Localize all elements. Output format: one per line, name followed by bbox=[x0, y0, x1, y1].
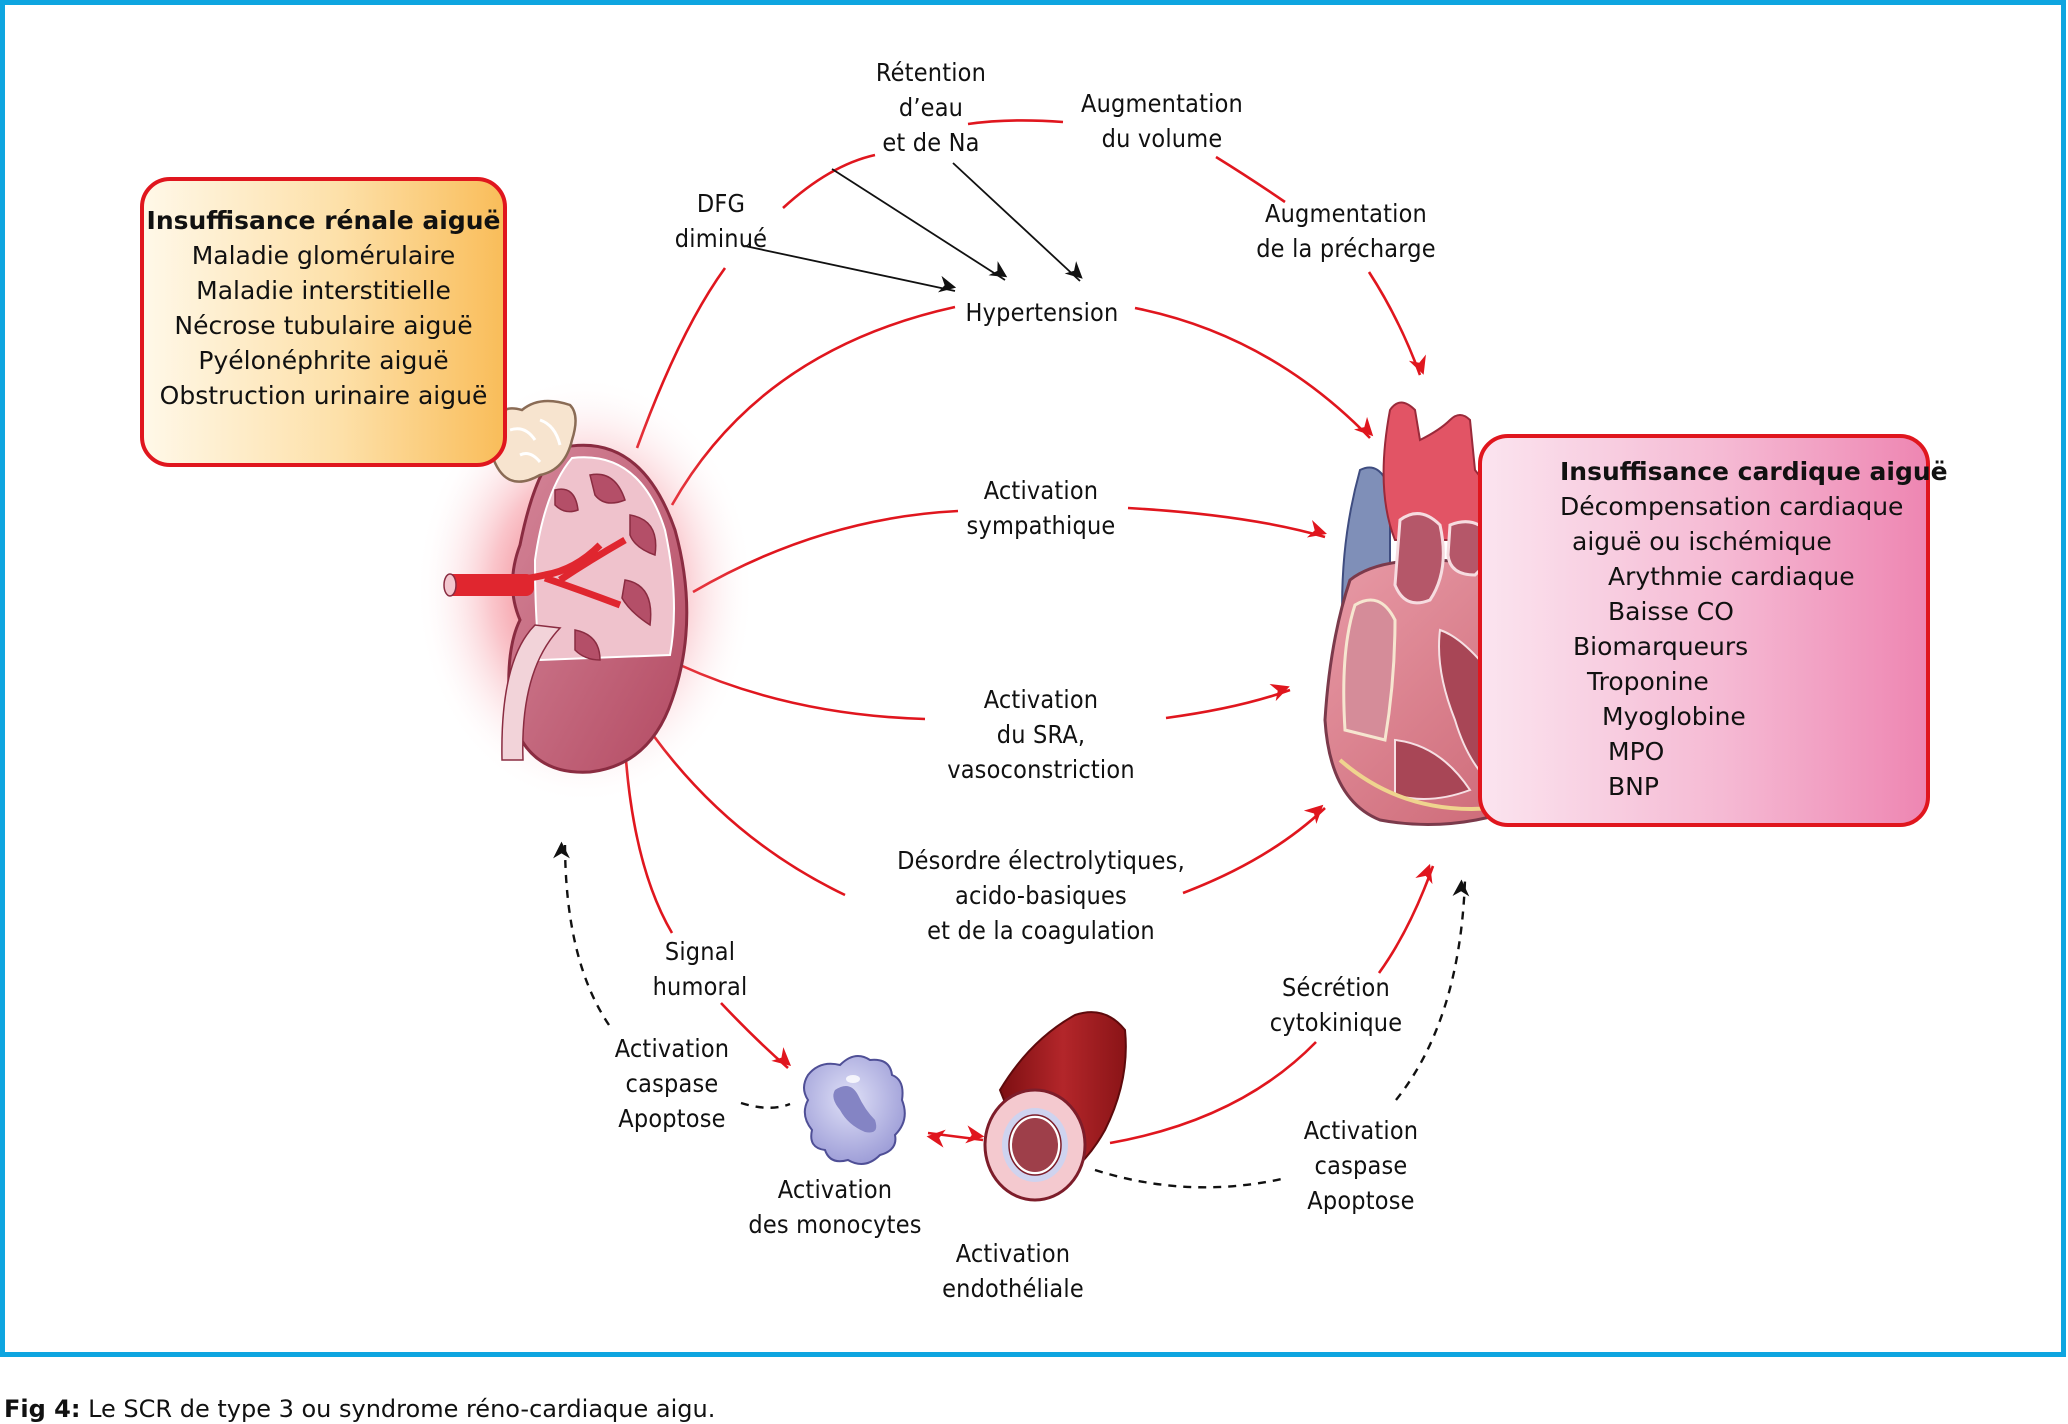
label-signal-humoral: Signal humoral bbox=[653, 934, 748, 1004]
label-line: caspase bbox=[625, 1069, 719, 1098]
label-endotheliale: Activation endothéliale bbox=[942, 1236, 1084, 1306]
arrow-dfg-hypertension bbox=[744, 245, 957, 293]
label-line: Rétention bbox=[875, 58, 987, 87]
label-line: du volume bbox=[1101, 124, 1223, 153]
caption-label: Fig 4: bbox=[4, 1395, 81, 1423]
arrow-caspase-heart bbox=[1395, 879, 1470, 1101]
cardiac-failure-box: Insuffisance cardique aiguë Décompensati… bbox=[1478, 434, 1948, 827]
renal-cause-item: Maladie interstitielle bbox=[196, 276, 451, 305]
label-line: de la précharge bbox=[1256, 234, 1436, 263]
label-sra: Activation du SRA, vasoconstriction bbox=[947, 682, 1135, 787]
renal-cause-item: Pyélonéphrite aiguë bbox=[198, 346, 449, 375]
label-line: Augmentation bbox=[1264, 199, 1427, 228]
label-line: Activation bbox=[1303, 1116, 1419, 1145]
label-line: diminué bbox=[674, 224, 768, 253]
label-volume: Augmentation du volume bbox=[1081, 86, 1243, 156]
arrow-vessel-cytokine bbox=[1109, 1041, 1317, 1145]
label-sympathique: Activation sympathique bbox=[967, 473, 1116, 543]
label-line: endothéliale bbox=[942, 1274, 1084, 1303]
label-retention: Rétention d’eau et de Na bbox=[876, 55, 986, 160]
label-cytokinique: Sécrétion cytokinique bbox=[1270, 970, 1403, 1040]
cardiac-item: Myoglobine bbox=[1602, 702, 1746, 731]
label-line: Apoptose bbox=[1307, 1186, 1415, 1215]
label-line: acido-basiques bbox=[955, 881, 1127, 910]
arrow-cytokine-heart bbox=[1377, 863, 1435, 974]
arrow-volume-precharge bbox=[1215, 155, 1286, 204]
dash-vessel-caspase bbox=[1094, 1168, 1287, 1189]
arrow-signal-monocyte bbox=[720, 1002, 792, 1069]
arrow-sra-heart bbox=[1165, 683, 1291, 720]
label-monocytes: Activation des monocytes bbox=[748, 1172, 921, 1242]
label-line: et de la coagulation bbox=[927, 916, 1155, 945]
figure-frame bbox=[0, 0, 2066, 1357]
renal-failure-box: Insuffisance rénale aiguë Maladie glomér… bbox=[140, 177, 507, 467]
cardiac-item: Arythmie cardiaque bbox=[1608, 562, 1855, 591]
dash-monocyte-caspase bbox=[740, 1101, 791, 1109]
cardiac-item: Baisse CO bbox=[1608, 597, 1734, 626]
label-line: vasoconstriction bbox=[947, 755, 1135, 784]
cardiac-item: Troponine bbox=[1587, 667, 1709, 696]
label-line: Sécrétion bbox=[1282, 973, 1390, 1002]
arrow-retention-hypertension bbox=[831, 168, 1008, 281]
label-line: et de Na bbox=[882, 128, 980, 157]
apoptosis-arrows bbox=[553, 841, 1470, 1189]
label-line: sympathique bbox=[966, 511, 1116, 540]
cardiac-item: aiguë ou ischémique bbox=[1572, 527, 1832, 556]
label-line: Activation bbox=[777, 1175, 893, 1204]
label-line: d’eau bbox=[898, 93, 964, 122]
label-line: Désordre électrolytiques, bbox=[897, 846, 1185, 875]
arrow-precharge-heart bbox=[1367, 271, 1426, 376]
kidney-illustration bbox=[415, 375, 755, 805]
label-caspase-right: Activation caspase Apoptose bbox=[1304, 1113, 1419, 1218]
label-line: Activation bbox=[983, 476, 1099, 505]
cardiac-item: MPO bbox=[1608, 737, 1665, 766]
label-hypertension: Hypertension bbox=[966, 295, 1119, 330]
renal-failure-list: Insuffisance rénale aiguë Maladie glomér… bbox=[144, 203, 503, 413]
arrow-dfg-retention bbox=[782, 153, 876, 209]
figure-caption: Fig 4: Le SCR de type 3 ou syndrome réno… bbox=[4, 1395, 715, 1423]
arrow-sympathique-heart bbox=[1127, 506, 1327, 539]
label-dfg: DFG diminué bbox=[675, 186, 767, 256]
cardiac-item: Décompensation cardiaque bbox=[1560, 492, 1904, 521]
label-line: DFG bbox=[696, 189, 746, 218]
label-precharge: Augmentation de la précharge bbox=[1256, 196, 1436, 266]
cardiac-failure-list: Insuffisance cardique aiguë Décompensati… bbox=[1560, 454, 1948, 804]
label-line: des monocytes bbox=[748, 1210, 922, 1239]
label-line: Activation bbox=[983, 685, 1099, 714]
label-line: du SRA, bbox=[996, 720, 1086, 749]
label-line: humoral bbox=[652, 972, 748, 1001]
renal-failure-title: Insuffisance rénale aiguë bbox=[146, 206, 501, 235]
label-line: Hypertension bbox=[965, 298, 1119, 327]
cardiac-item: BNP bbox=[1608, 772, 1659, 801]
label-line: Augmentation bbox=[1080, 89, 1244, 118]
hypertension-inputs bbox=[744, 162, 1083, 293]
renal-cause-item: Obstruction urinaire aiguë bbox=[159, 381, 488, 410]
label-line: caspase bbox=[1314, 1151, 1408, 1180]
label-desordre: Désordre électrolytiques, acido-basiques… bbox=[897, 843, 1185, 948]
label-caspase-left: Activation caspase Apoptose bbox=[615, 1031, 730, 1136]
monocyte-illustration bbox=[803, 1055, 906, 1165]
arrow-volume-hypertension bbox=[952, 162, 1083, 282]
label-line: Apoptose bbox=[618, 1104, 726, 1133]
arrow-caspase-kidney bbox=[553, 841, 610, 1026]
cardiac-failure-title: Insuffisance cardique aiguë bbox=[1560, 457, 1948, 486]
cardiac-item: Biomarqueurs bbox=[1573, 632, 1749, 661]
label-line: Activation bbox=[955, 1239, 1071, 1268]
renal-cause-item: Maladie glomérulaire bbox=[191, 241, 456, 270]
arrow-retention-volume bbox=[967, 119, 1064, 126]
arrow-hypertension-heart bbox=[1134, 306, 1374, 439]
label-line: Activation bbox=[614, 1034, 730, 1063]
label-line: cytokinique bbox=[1269, 1008, 1403, 1037]
blood-vessel-illustration bbox=[983, 1011, 1127, 1202]
renal-cause-item: Nécrose tubulaire aiguë bbox=[174, 311, 473, 340]
caption-text: Le SCR de type 3 ou syndrome réno-cardia… bbox=[80, 1395, 716, 1423]
label-line: Signal bbox=[664, 937, 736, 966]
arrow-monocyte-vessel bbox=[926, 1125, 985, 1148]
arrow-desordre-heart bbox=[1182, 804, 1326, 895]
